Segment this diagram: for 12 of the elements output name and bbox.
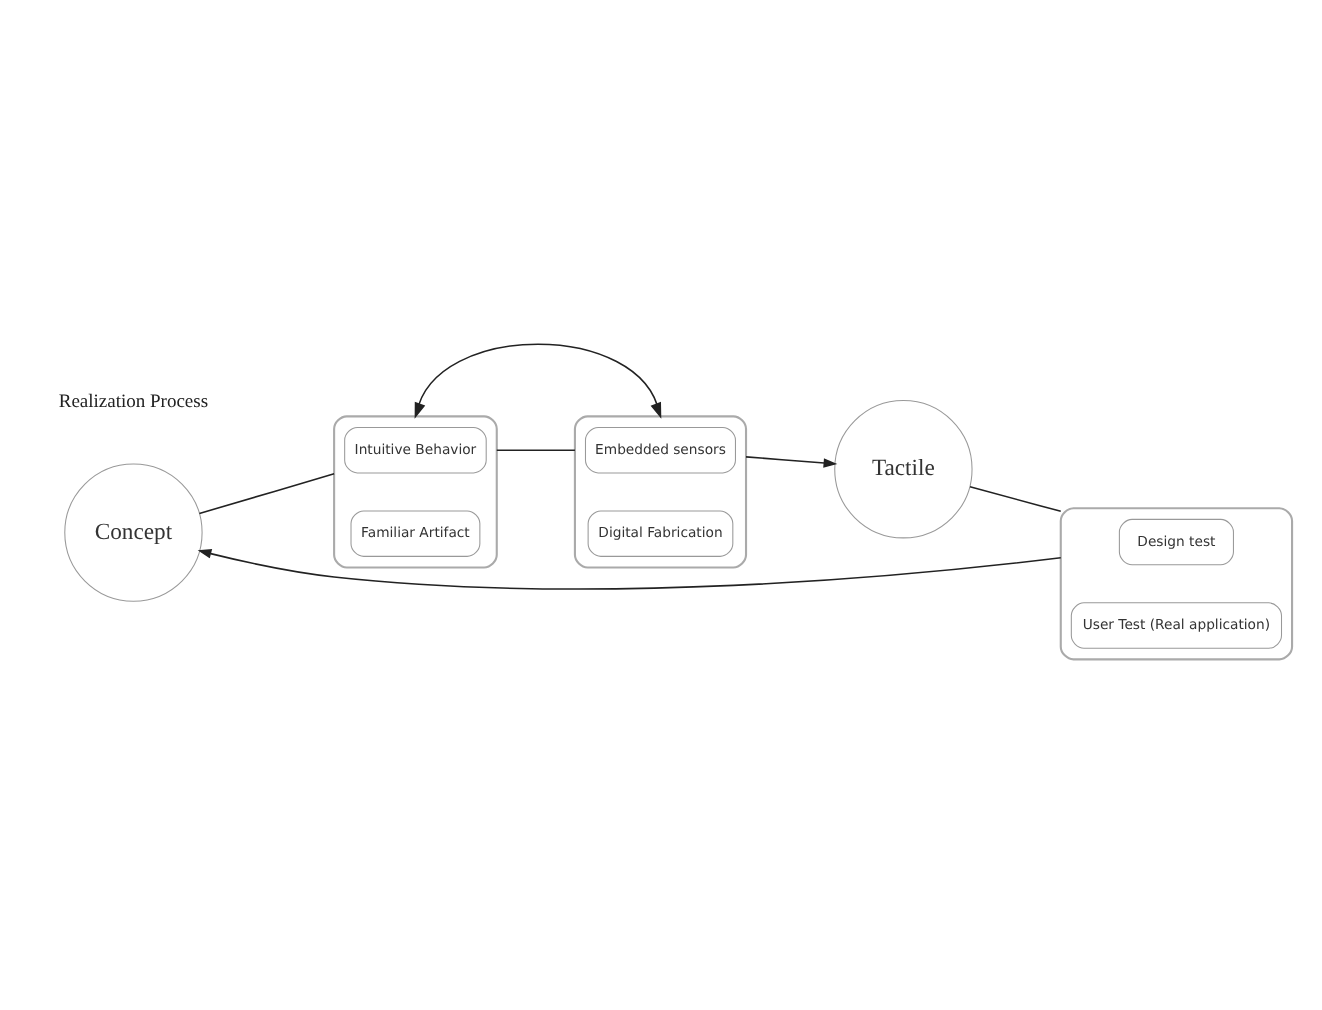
node-circle: Concept (64, 462, 203, 601)
cluster (333, 414, 498, 568)
cluster (1059, 506, 1294, 660)
node-circle: Tactile (834, 399, 973, 538)
label: Realization Process (58, 392, 209, 413)
connector (495, 448, 576, 450)
arrow (414, 342, 662, 418)
connector (198, 472, 335, 514)
cluster (573, 414, 748, 568)
arrow (197, 548, 1062, 589)
arrow (745, 455, 838, 467)
connector (969, 485, 1062, 512)
